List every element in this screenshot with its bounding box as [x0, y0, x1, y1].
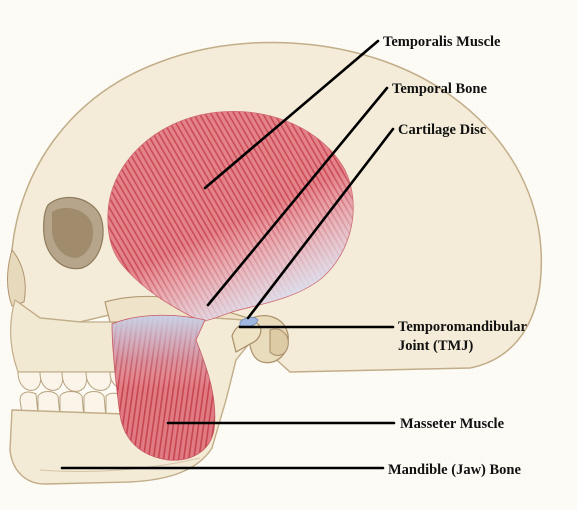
masseter-muscle-label: Masseter Muscle	[400, 415, 504, 434]
tmj-label: Temporomandibular Joint (TMJ)	[398, 318, 527, 356]
cartilage-disc-label: Cartilage Disc	[398, 121, 486, 140]
tmj-label-line2: Joint (TMJ)	[398, 337, 527, 356]
tmj-label-line1: Temporomandibular	[398, 319, 527, 335]
temporalis-muscle-label: Temporalis Muscle	[383, 33, 500, 52]
mandible-bone-label: Mandible (Jaw) Bone	[388, 461, 521, 480]
temporal-bone-label: Temporal Bone	[392, 80, 487, 99]
